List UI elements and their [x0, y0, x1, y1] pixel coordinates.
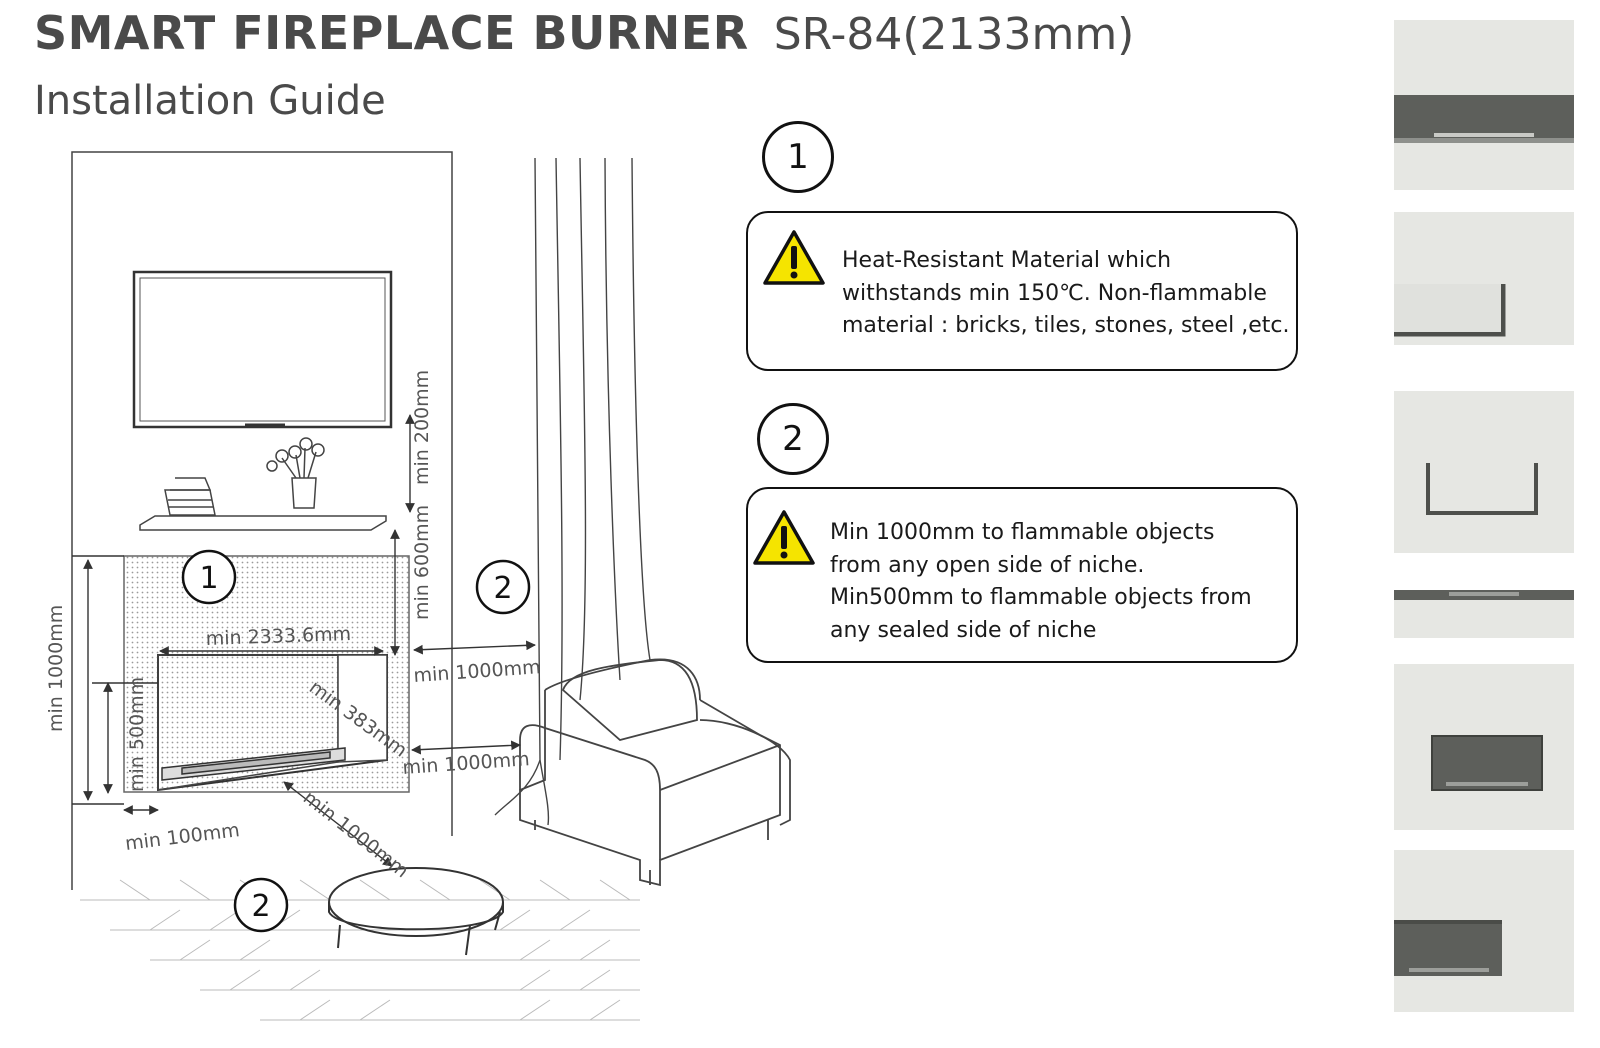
note-2-box: Min 1000mm to flammable objects from any… — [746, 487, 1298, 663]
floor-tiles — [80, 879, 640, 1021]
books — [164, 477, 216, 516]
thumbnail-island — [1394, 590, 1574, 638]
note-1-box: Heat-Resistant Material which withstands… — [746, 211, 1298, 371]
note-2-number: 2 — [757, 403, 829, 475]
warning-triangle-icon — [753, 510, 815, 565]
dim-total-height: min 1000mm — [45, 605, 67, 732]
note-1-line-3: material : bricks, tiles, stones, steel … — [842, 313, 1290, 338]
note-1-line-1: Heat-Resistant Material which — [842, 248, 1172, 273]
model-label: SR-84(2133mm) — [773, 9, 1135, 60]
note-1-text: Heat-Resistant Material which withstands… — [842, 245, 1289, 343]
thumbnail-built-in — [1394, 664, 1574, 830]
dim-shelf-clearance: min 600mm — [411, 505, 433, 620]
dim-side-gap: min 100mm — [124, 819, 241, 855]
page-subtitle: Installation Guide — [34, 78, 386, 124]
marker-2-side: 2 — [493, 571, 512, 606]
marker-1: 1 — [199, 561, 218, 596]
dim-curtain-distance: min 1000mm — [413, 656, 541, 687]
note-1-line-2: withstands min 150℃. Non-flammable — [842, 280, 1267, 306]
thumbnail-corner-right — [1394, 850, 1574, 1012]
note-1-number: 1 — [762, 121, 834, 193]
curtain — [494, 157, 651, 826]
note-2-line-4: any sealed side of niche — [830, 617, 1097, 643]
dim-top-clearance: min 200mm — [411, 370, 433, 485]
wall-panel — [71, 151, 453, 890]
note-2-line-2: from any open side of niche. — [830, 552, 1145, 578]
note-2-line-3: Min500mm to flammable objects from — [830, 585, 1252, 610]
thumbnail-front-niche — [1394, 391, 1574, 553]
note-2-line-1: Min 1000mm to flammable objects — [830, 520, 1215, 545]
thumbnail-corner-left — [1394, 212, 1574, 345]
shelf — [139, 515, 387, 531]
dim-chair-distance: min 1000mm — [402, 748, 530, 779]
vase — [266, 437, 325, 509]
warning-triangle-icon — [763, 230, 825, 285]
dim-width: min 2333.6mm — [205, 623, 351, 650]
product-title: SMART FIREPLACE BURNER — [34, 6, 749, 60]
note-2-text: Min 1000mm to flammable objects from any… — [830, 517, 1252, 647]
installation-diagram: min 200mm min 600mm min 1000mm min 2333.… — [45, 151, 791, 1021]
page-title: SMART FIREPLACE BURNER SR-84(2133mm) — [34, 6, 1134, 60]
marker-2-front: 2 — [251, 889, 270, 924]
dim-table-distance: min 1000mm — [299, 787, 413, 883]
thumbnail-three-sided — [1394, 20, 1574, 190]
dim-burner-height: min 500mm — [126, 677, 148, 792]
coffee-table — [328, 867, 504, 956]
armchair — [519, 658, 791, 887]
tv — [132, 270, 393, 429]
